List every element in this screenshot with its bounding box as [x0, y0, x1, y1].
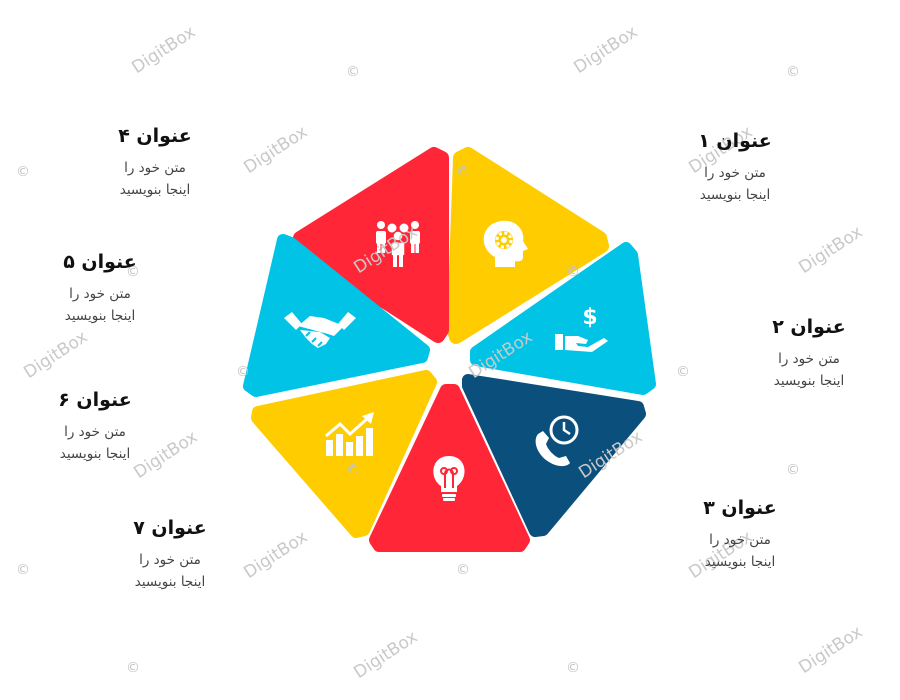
item-6-line2: اینجا بنویسید	[59, 446, 131, 462]
item-2-body: متن خود را اینجا بنویسید	[724, 348, 894, 392]
copyright-icon: ©	[346, 64, 360, 80]
item-4-title: عنوان ۴	[118, 125, 192, 147]
item-5-title: عنوان ۵	[63, 251, 137, 273]
hand-dollar-icon: $	[555, 305, 608, 352]
segment-1-shape	[447, 147, 609, 344]
segment-5	[243, 234, 430, 397]
item-3-line2: اینجا بنویسید	[704, 554, 776, 570]
item-4-body: متن خود را اینجا بنویسید	[70, 157, 240, 201]
item-2-line1: متن خود را	[778, 351, 840, 367]
item-1-body: متن خود را اینجا بنویسید	[650, 162, 820, 206]
item-5-label: عنوان ۵ متن خود را اینجا بنویسید	[15, 249, 185, 327]
segment-4-shape	[291, 147, 449, 343]
segment-6	[251, 370, 437, 538]
segment-2-shape	[470, 242, 656, 395]
segment-6-shape	[251, 370, 437, 538]
item-4-label: عنوان ۴ متن خود را اینجا بنویسید	[70, 123, 240, 201]
item-3-label: عنوان ۳ متن خود را اینجا بنویسید	[655, 495, 825, 573]
copyright-icon: ©	[346, 462, 360, 478]
copyright-icon: ©	[456, 562, 470, 578]
item-6-label: عنوان ۶ متن خود را اینجا بنویسید	[10, 387, 180, 465]
svg-text:$: $	[582, 305, 597, 330]
item-6-title: عنوان ۶	[58, 389, 132, 411]
item-7-title: عنوان ۷	[133, 517, 207, 539]
item-1-label: عنوان ۱ متن خود را اینجا بنویسید	[650, 128, 820, 206]
item-2-label: عنوان ۲ متن خود را اینجا بنویسید	[724, 314, 894, 392]
item-6-body: متن خود را اینجا بنویسید	[10, 421, 180, 465]
copyright-icon: ©	[566, 660, 580, 676]
item-1-title: عنوان ۱	[698, 130, 772, 152]
phone-clock-icon	[535, 415, 579, 467]
copyright-icon: ©	[786, 462, 800, 478]
copyright-icon: ©	[786, 64, 800, 80]
growth-chart-icon	[325, 412, 374, 456]
copyright-icon: ©	[566, 264, 580, 280]
copyright-icon: ©	[236, 364, 250, 380]
copyright-icon: ©	[456, 164, 470, 180]
item-3-title: عنوان ۳	[703, 497, 777, 519]
segment-4	[291, 147, 449, 343]
lightbulb-icon	[433, 456, 465, 501]
item-7-body: متن خود را اینجا بنویسید	[85, 549, 255, 593]
copyright-icon: ©	[676, 364, 690, 380]
copyright-icon: ©	[126, 264, 140, 280]
item-4-line2: اینجا بنویسید	[119, 182, 191, 198]
item-1-line1: متن خود را	[704, 165, 766, 181]
item-1-line2: اینجا بنویسید	[699, 187, 771, 203]
handshake-icon	[284, 312, 356, 348]
item-3-line1: متن خود را	[709, 532, 771, 548]
item-3-body: متن خود را اینجا بنویسید	[655, 529, 825, 573]
item-7-line1: متن خود را	[139, 552, 201, 568]
segment-2	[470, 242, 656, 395]
item-7-line2: اینجا بنویسید	[134, 574, 206, 590]
item-6-line1: متن خود را	[64, 424, 126, 440]
segment-5-shape	[243, 234, 430, 397]
item-4-line1: متن خود را	[124, 160, 186, 176]
item-5-line1: متن خود را	[69, 286, 131, 302]
copyright-icon: ©	[16, 164, 30, 180]
team-icon	[376, 221, 420, 267]
item-2-line2: اینجا بنویسید	[773, 373, 845, 389]
item-5-body: متن خود را اینجا بنویسید	[15, 283, 185, 327]
head-gear-icon	[483, 220, 528, 267]
segment-1	[447, 147, 609, 344]
item-7-label: عنوان ۷ متن خود را اینجا بنویسید	[85, 515, 255, 593]
item-2-title: عنوان ۲	[772, 316, 846, 338]
copyright-icon: ©	[126, 660, 140, 676]
item-5-line2: اینجا بنویسید	[64, 308, 136, 324]
copyright-icon: ©	[16, 562, 30, 578]
